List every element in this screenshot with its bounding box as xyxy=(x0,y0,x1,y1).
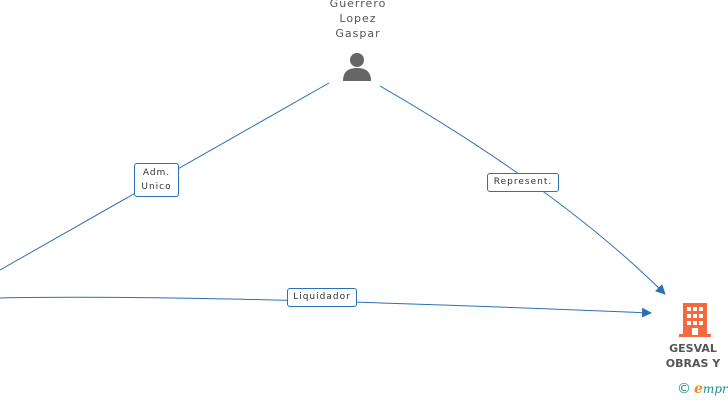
person-name-line-1: Guerrero xyxy=(329,0,387,10)
relation-label-adm-line-2: Unico xyxy=(141,182,172,192)
building-icon[interactable] xyxy=(679,303,711,337)
brand-initial: e xyxy=(694,381,703,397)
copyright-icon: © xyxy=(677,381,691,397)
relation-label-represent[interactable]: Represent. xyxy=(487,173,559,192)
edge-liquidador xyxy=(0,296,652,318)
person-name-line-2: Lopez xyxy=(339,12,377,25)
person-icon[interactable] xyxy=(341,51,373,81)
person-name-line-3: Gaspar xyxy=(335,27,381,40)
person-name[interactable]: Guerrero Lopez Gaspar xyxy=(308,0,408,41)
empresia-watermark: © empresia xyxy=(677,379,728,399)
relation-label-adm-line-1: Adm. xyxy=(142,168,171,178)
company-name[interactable]: GESVAL OBRAS Y xyxy=(655,341,728,371)
company-name-line-1: GESVAL xyxy=(669,342,717,355)
company-name-line-2: OBRAS Y xyxy=(665,357,721,370)
brand-rest: mpresia xyxy=(702,382,728,396)
brand-logo: empresia xyxy=(694,379,728,399)
relation-label-liquidador[interactable]: Liquidador xyxy=(287,288,357,307)
relation-label-adm-unico[interactable]: Adm. Unico xyxy=(134,163,179,197)
